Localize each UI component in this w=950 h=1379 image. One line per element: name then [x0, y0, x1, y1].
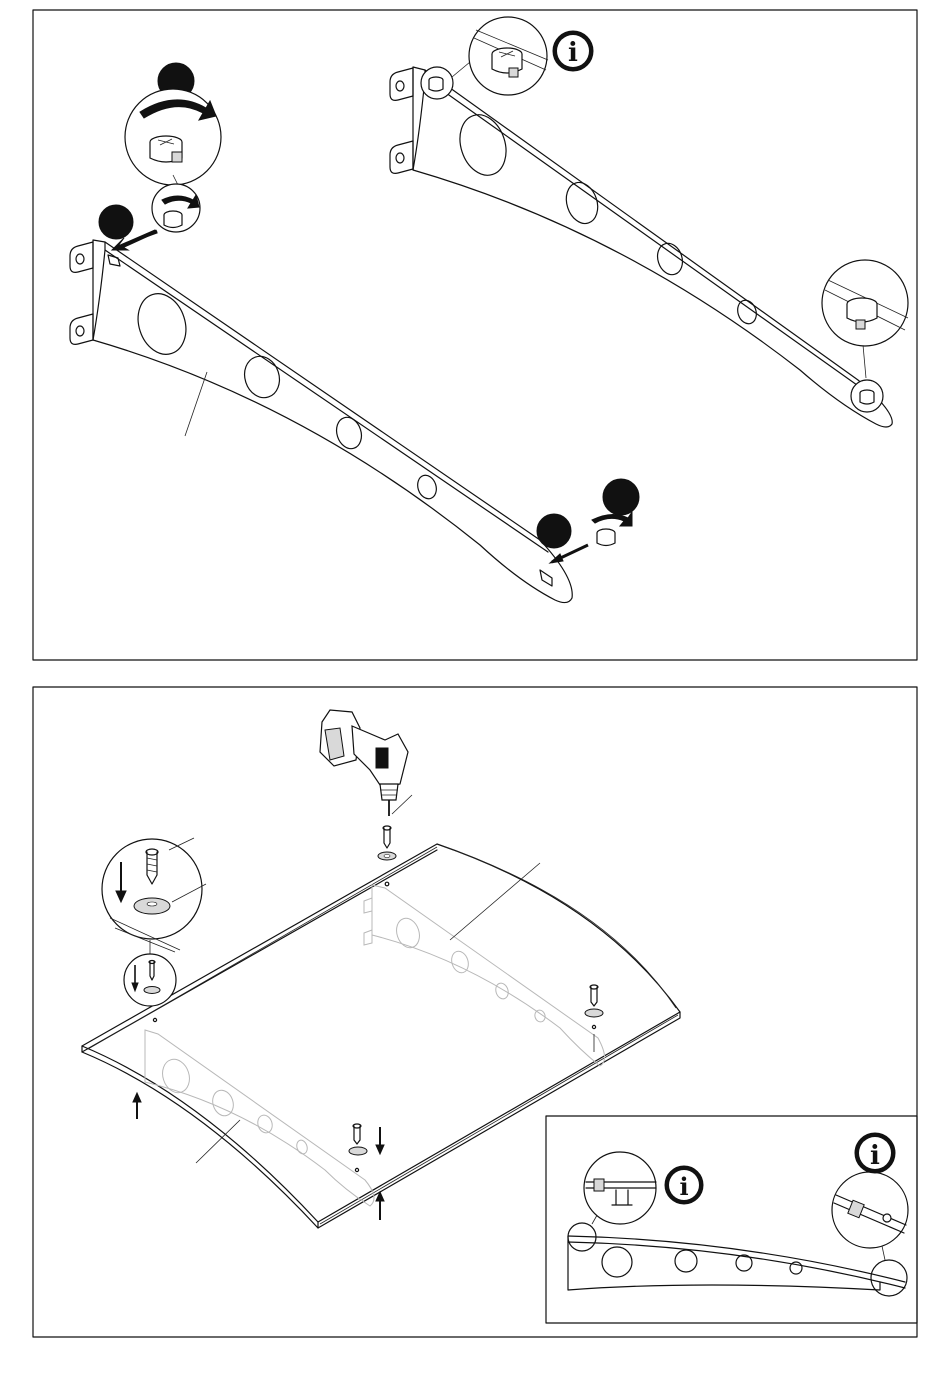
detail-fitted-cam-top — [469, 17, 548, 95]
detail-rotate-cam — [125, 89, 221, 185]
svg-text:i: i — [870, 1141, 880, 1171]
push-up-arrow-icon — [376, 1192, 384, 1220]
step-marker-1 — [99, 205, 133, 239]
step-marker-3 — [537, 514, 571, 548]
info-icon-inset-right: i — [855, 1133, 895, 1173]
detail-screw-washer — [102, 838, 206, 955]
ghost-bracket-back — [364, 885, 605, 1066]
cordless-drill-icon — [320, 710, 412, 816]
svg-text:i: i — [679, 1172, 688, 1201]
left-bracket — [70, 240, 572, 603]
screw-washer-front — [349, 1124, 367, 1172]
detail-cam-small — [152, 184, 200, 232]
inset-detail-left — [584, 1152, 656, 1224]
ghost-bracket-front — [145, 1030, 374, 1206]
fitted-cam-top — [421, 62, 470, 99]
detail-screw-washer-small — [124, 954, 176, 1006]
step-marker-4 — [603, 479, 639, 515]
push-up-arrow-icon-left — [133, 1093, 141, 1119]
info-icon: i — [553, 31, 593, 71]
push-down-arrow-icon — [376, 1127, 384, 1154]
right-bracket — [390, 67, 892, 427]
detail-fitted-cam-bottom — [822, 260, 908, 346]
panel-2-frame — [33, 687, 917, 1337]
info-icon-inset-left: i — [665, 1166, 703, 1204]
svg-text:i: i — [568, 38, 578, 68]
inset-detail-right — [832, 1172, 908, 1248]
screw-washer-top — [378, 826, 396, 886]
